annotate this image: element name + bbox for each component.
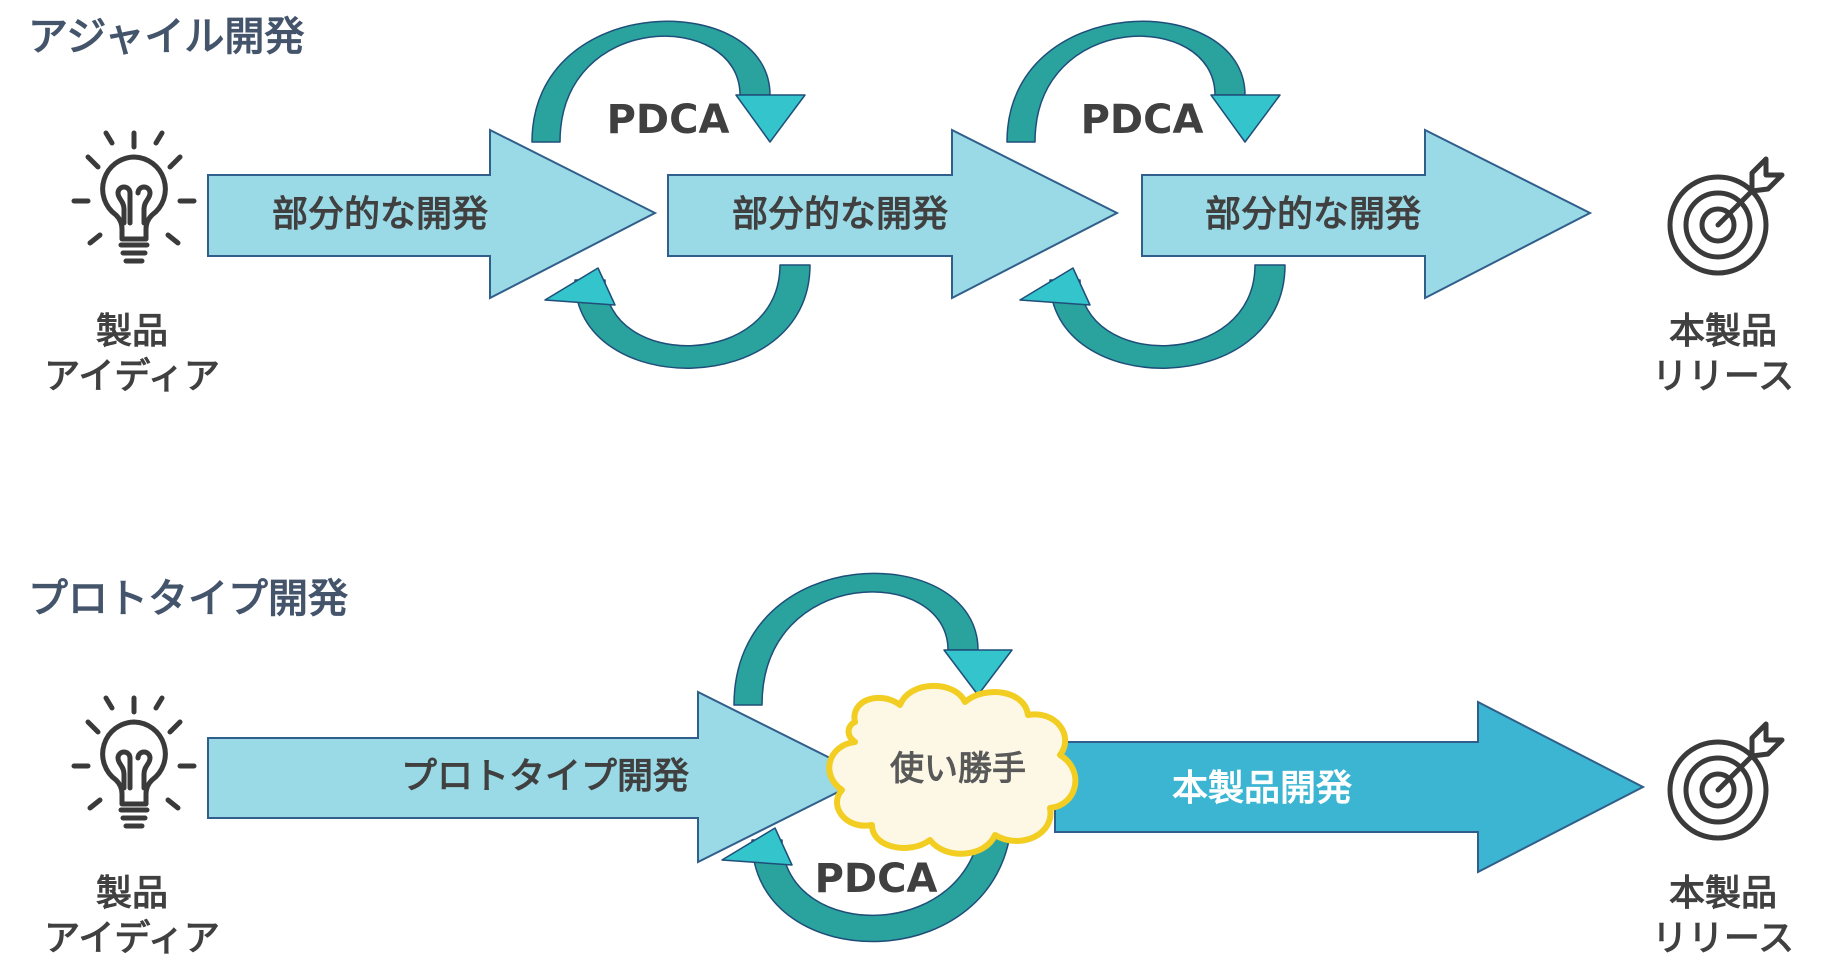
main-development-label: 本製品開発 — [1172, 768, 1353, 809]
agile-step-arrow-3 — [1141, 128, 1593, 300]
agile-step-arrow-2 — [667, 128, 1120, 300]
target-icon — [1670, 159, 1782, 273]
prototype-end-label-1: 本製品 — [1669, 873, 1777, 914]
prototype-end-label-2: リリース — [1652, 918, 1794, 959]
prototype-step-arrow — [207, 690, 871, 864]
cloud-label: 使い勝手 — [889, 749, 1026, 789]
agile-step-label-3: 部分的な開発 — [1205, 194, 1422, 235]
agile-cycle-2 — [1006, 20, 1286, 369]
agile-end-label-1: 本製品 — [1669, 311, 1777, 352]
agile-cycle-1 — [531, 20, 811, 369]
agile-step-label-2: 部分的な開発 — [732, 194, 949, 235]
agile-step-arrow-1 — [207, 128, 658, 300]
prototype-title: プロトタイプ開発 — [28, 576, 349, 622]
prototype-step-label: プロトタイプ開発 — [401, 756, 690, 797]
agile-title: アジャイル開発 — [28, 14, 305, 60]
agile-cycle-label-1: PDCA — [607, 97, 730, 143]
agile-start-label-1: 製品 — [96, 311, 168, 352]
main-development-arrow — [1054, 700, 1646, 874]
prototype-start-label-1: 製品 — [96, 873, 168, 914]
lightbulb-icon — [74, 698, 194, 826]
lightbulb-icon — [74, 133, 194, 261]
prototype-start-label-2: アイディア — [44, 917, 220, 959]
agile-end-label-2: リリース — [1652, 356, 1794, 397]
prototype-cycle-label: PDCA — [815, 856, 938, 902]
agile-step-label-1: 部分的な開発 — [272, 194, 489, 235]
agile-cycle-label-2: PDCA — [1081, 97, 1204, 143]
target-icon — [1670, 724, 1782, 838]
agile-start-label-2: アイディア — [44, 355, 220, 397]
usability-cloud — [826, 682, 1079, 857]
prototype-cycle — [721, 572, 1013, 943]
